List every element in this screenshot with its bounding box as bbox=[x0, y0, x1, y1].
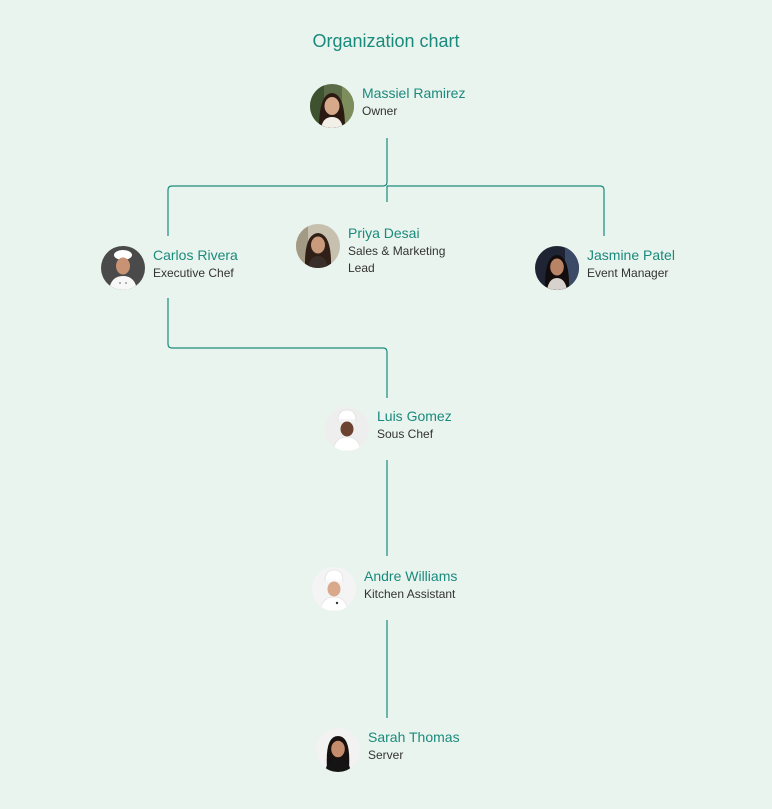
person-role: Event Manager bbox=[587, 266, 669, 280]
chart-title: Organization chart bbox=[312, 31, 460, 51]
connector-carlos-to-luis bbox=[167, 298, 388, 398]
node-priya-desai[interactable]: Priya Desai Sales & Marketing Lead bbox=[296, 224, 458, 277]
avatar bbox=[316, 728, 360, 772]
person-name: Massiel Ramirez bbox=[362, 85, 466, 101]
avatar bbox=[535, 246, 579, 290]
avatar bbox=[101, 246, 145, 290]
person-role: Executive Chef bbox=[153, 266, 234, 280]
person-name: Priya Desai bbox=[348, 225, 420, 241]
node-jasmine-patel[interactable]: Jasmine Patel Event Manager bbox=[535, 246, 675, 290]
avatar bbox=[310, 84, 354, 128]
person-role: Sales & Marketing Lead bbox=[348, 244, 446, 275]
avatar bbox=[312, 567, 356, 611]
person-name: Sarah Thomas bbox=[368, 729, 460, 745]
person-name: Carlos Rivera bbox=[153, 247, 238, 263]
node-sarah-thomas[interactable]: Sarah Thomas Server bbox=[316, 728, 460, 772]
node-luis-gomez[interactable]: Luis Gomez Sous Chef bbox=[325, 407, 452, 451]
person-name: Luis Gomez bbox=[377, 408, 452, 424]
node-andre-williams[interactable]: Andre Williams Kitchen Assistant bbox=[312, 567, 457, 611]
connector-owner-to-team bbox=[167, 138, 605, 236]
person-name: Jasmine Patel bbox=[587, 247, 675, 263]
node-massiel-ramirez[interactable]: Massiel Ramirez Owner bbox=[310, 84, 465, 128]
person-role: Server bbox=[368, 748, 404, 762]
node-carlos-rivera[interactable]: Carlos Rivera Executive Chef bbox=[101, 246, 238, 290]
person-role: Kitchen Assistant bbox=[364, 587, 456, 601]
avatar bbox=[325, 407, 369, 451]
person-role: Owner bbox=[362, 104, 398, 118]
person-name: Andre Williams bbox=[364, 568, 458, 584]
person-role: Sous Chef bbox=[377, 427, 434, 441]
avatar bbox=[296, 224, 340, 268]
